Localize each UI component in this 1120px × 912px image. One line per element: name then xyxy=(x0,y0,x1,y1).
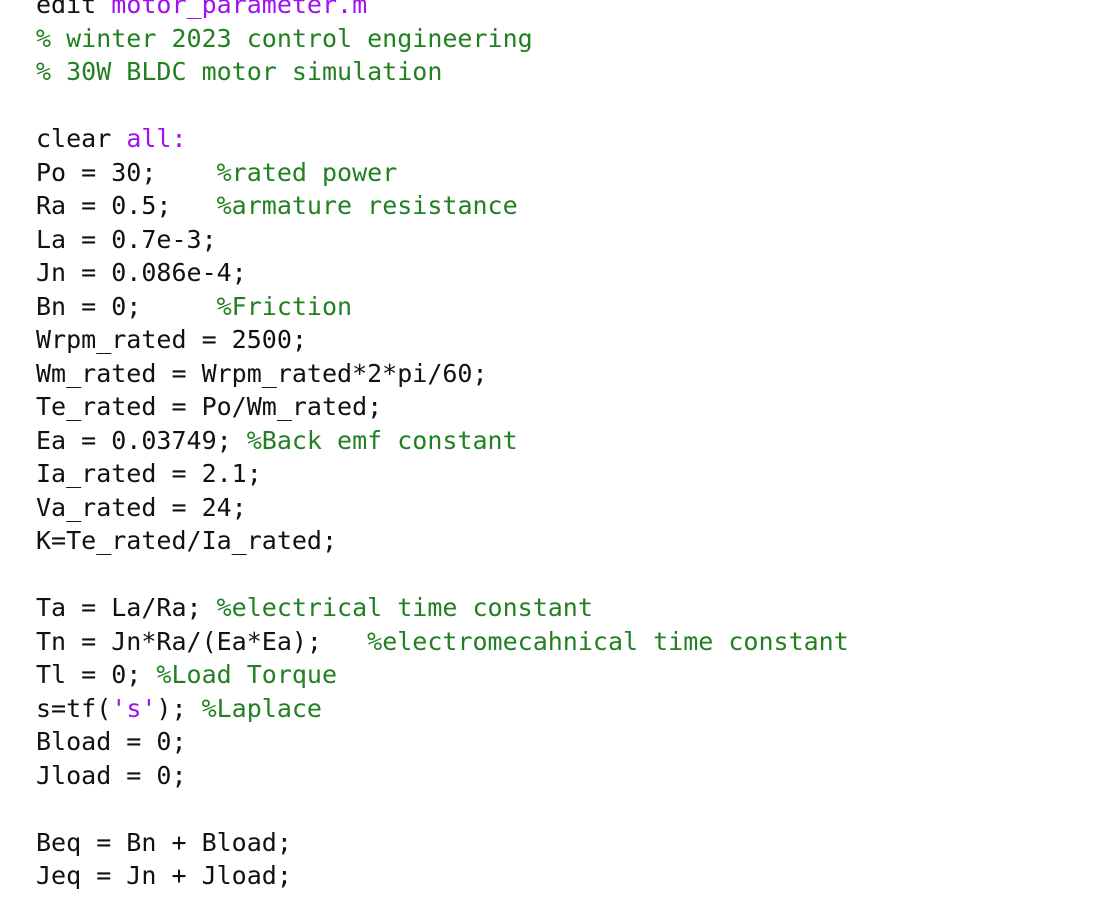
code-line[interactable]: Te_rated = Po/Wm_rated; xyxy=(36,390,1106,424)
code-text: Ta = La/Ra; xyxy=(36,593,217,622)
blank-line[interactable] xyxy=(36,792,1106,826)
code-keyword: motor_parameter.m xyxy=(111,0,368,19)
code-text: Ea = 0.03749; xyxy=(36,425,247,455)
code-text: clear xyxy=(36,124,127,153)
code-text: Va_rated = 24; xyxy=(36,492,247,522)
code-line[interactable]: Wrpm_rated = 2500; xyxy=(36,323,1106,357)
code-text: ); xyxy=(156,693,202,723)
code-line[interactable]: Bn = 0; %Friction xyxy=(36,290,1106,324)
code-line[interactable]: Po = 30; %rated power xyxy=(36,156,1106,190)
code-comment: %electrical time constant xyxy=(216,593,593,622)
code-text: Wrpm_rated = 2500; xyxy=(36,325,307,354)
code-text: s=tf( xyxy=(36,693,112,723)
code-line[interactable]: Ia_rated = 2.1; xyxy=(36,457,1106,491)
code-line[interactable]: Jn = 0.086e-4; xyxy=(36,256,1106,290)
code-editor[interactable]: edit motor_parameter.m% winter 2023 cont… xyxy=(36,0,1106,893)
code-text: edit xyxy=(36,0,112,19)
code-text: Wm_rated = Wrpm_rated*2*pi/60; xyxy=(36,358,488,388)
code-comment: %Friction xyxy=(216,291,353,321)
code-line[interactable]: Ea = 0.03749; %Back emf constant xyxy=(36,424,1106,458)
code-text: Jn = 0.086e-4; xyxy=(36,258,247,287)
code-comment: %rated power xyxy=(216,157,398,187)
code-comment: %electromecahnical time constant xyxy=(367,626,849,656)
code-line[interactable]: Jload = 0; xyxy=(36,759,1106,793)
code-text: K=Te_rated/Ia_rated; xyxy=(36,526,338,555)
code-line[interactable]: Va_rated = 24; xyxy=(36,491,1106,525)
blank-line[interactable] xyxy=(36,558,1106,592)
code-line[interactable]: Ra = 0.5; %armature resistance xyxy=(36,189,1106,223)
code-text: Bn = 0; xyxy=(36,291,217,321)
code-line[interactable]: % winter 2023 control engineering xyxy=(36,22,1106,56)
code-text: Te_rated = Po/Wm_rated; xyxy=(36,392,383,421)
code-text: Ia_rated = 2.1; xyxy=(36,459,262,488)
code-line[interactable]: Tl = 0; %Load Torque xyxy=(36,658,1106,692)
code-line[interactable]: Bload = 0; xyxy=(36,725,1106,759)
code-comment: %armature resistance xyxy=(216,191,518,220)
blank-line[interactable] xyxy=(36,89,1106,123)
code-text: Ra = 0.5; xyxy=(36,191,217,220)
code-comment: %Laplace xyxy=(201,693,322,723)
code-line[interactable]: Ta = La/Ra; %electrical time constant xyxy=(36,591,1106,625)
code-line[interactable]: clear all: xyxy=(36,122,1106,156)
code-string: 's' xyxy=(111,693,157,723)
code-keyword: all: xyxy=(126,124,187,153)
code-line[interactable]: Wm_rated = Wrpm_rated*2*pi/60; xyxy=(36,357,1106,391)
code-line[interactable]: La = 0.7e-3; xyxy=(36,223,1106,257)
code-text: Tn = Jn*Ra/(Ea*Ea); xyxy=(36,626,368,656)
code-text: Tl = 0; xyxy=(36,660,157,689)
code-line[interactable]: edit motor_parameter.m xyxy=(36,0,1106,22)
code-line[interactable]: Jeq = Jn + Jload; xyxy=(36,859,1106,893)
code-text: La = 0.7e-3; xyxy=(36,224,217,254)
code-line[interactable]: % 30W BLDC motor simulation xyxy=(36,55,1106,89)
code-text: Po = 30; xyxy=(36,157,217,187)
code-comment: % 30W BLDC motor simulation xyxy=(36,57,443,86)
code-line[interactable]: s=tf('s'); %Laplace xyxy=(36,692,1106,726)
code-text: Jload = 0; xyxy=(36,760,187,790)
code-text: Bload = 0; xyxy=(36,727,187,756)
code-line[interactable]: Tn = Jn*Ra/(Ea*Ea); %electromecahnical t… xyxy=(36,625,1106,659)
code-text: Beq = Bn + Bload; xyxy=(36,827,292,857)
code-text: Jeq = Jn + Jload; xyxy=(36,861,292,890)
code-line[interactable]: K=Te_rated/Ia_rated; xyxy=(36,524,1106,558)
code-comment: %Back emf constant xyxy=(246,425,518,455)
code-line[interactable]: Beq = Bn + Bload; xyxy=(36,826,1106,860)
code-comment: %Load Torque xyxy=(156,660,338,689)
code-comment: % winter 2023 control engineering xyxy=(36,23,533,53)
